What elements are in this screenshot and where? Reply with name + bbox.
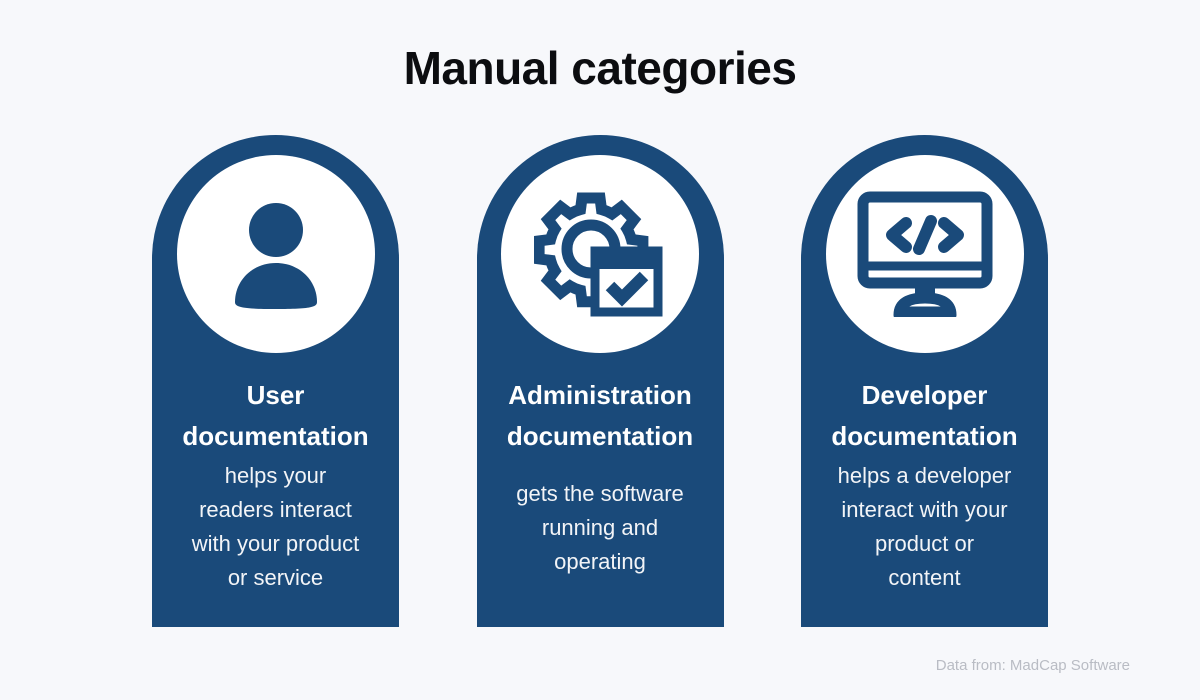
card-administration-documentation[interactable]: Administration documentation gets the so…: [476, 135, 724, 627]
icon-disc: [825, 155, 1024, 353]
card-text: User documentation helps your readers in…: [152, 353, 399, 595]
user-icon: [211, 189, 341, 319]
attribution-text: Data from: MadCap Software: [935, 657, 1130, 674]
card-description: helps a developer interact with your pro…: [837, 463, 1012, 590]
card-text: Administration documentation gets the so…: [477, 353, 724, 579]
card-heading: User documentation: [182, 380, 369, 451]
card-heading: Administration documentation: [506, 380, 694, 451]
card-heading: Developer documentation: [831, 380, 1018, 451]
card-developer-documentation[interactable]: Developer documentation helps a develope…: [801, 135, 1048, 627]
page-title: Manual categories: [403, 42, 797, 94]
icon-disc: [176, 155, 375, 353]
category-cards-row: User documentation helps your readers in…: [152, 135, 1048, 627]
gear-checklist-icon: [534, 188, 666, 320]
icon-disc: [501, 155, 699, 353]
card-description: helps your readers interact with your pr…: [191, 463, 360, 590]
card-user-documentation[interactable]: User documentation helps your readers in…: [152, 135, 399, 627]
card-text: Developer documentation helps a develope…: [801, 353, 1048, 595]
monitor-code-icon: [855, 191, 995, 317]
card-description: gets the software running and operating: [516, 481, 684, 574]
